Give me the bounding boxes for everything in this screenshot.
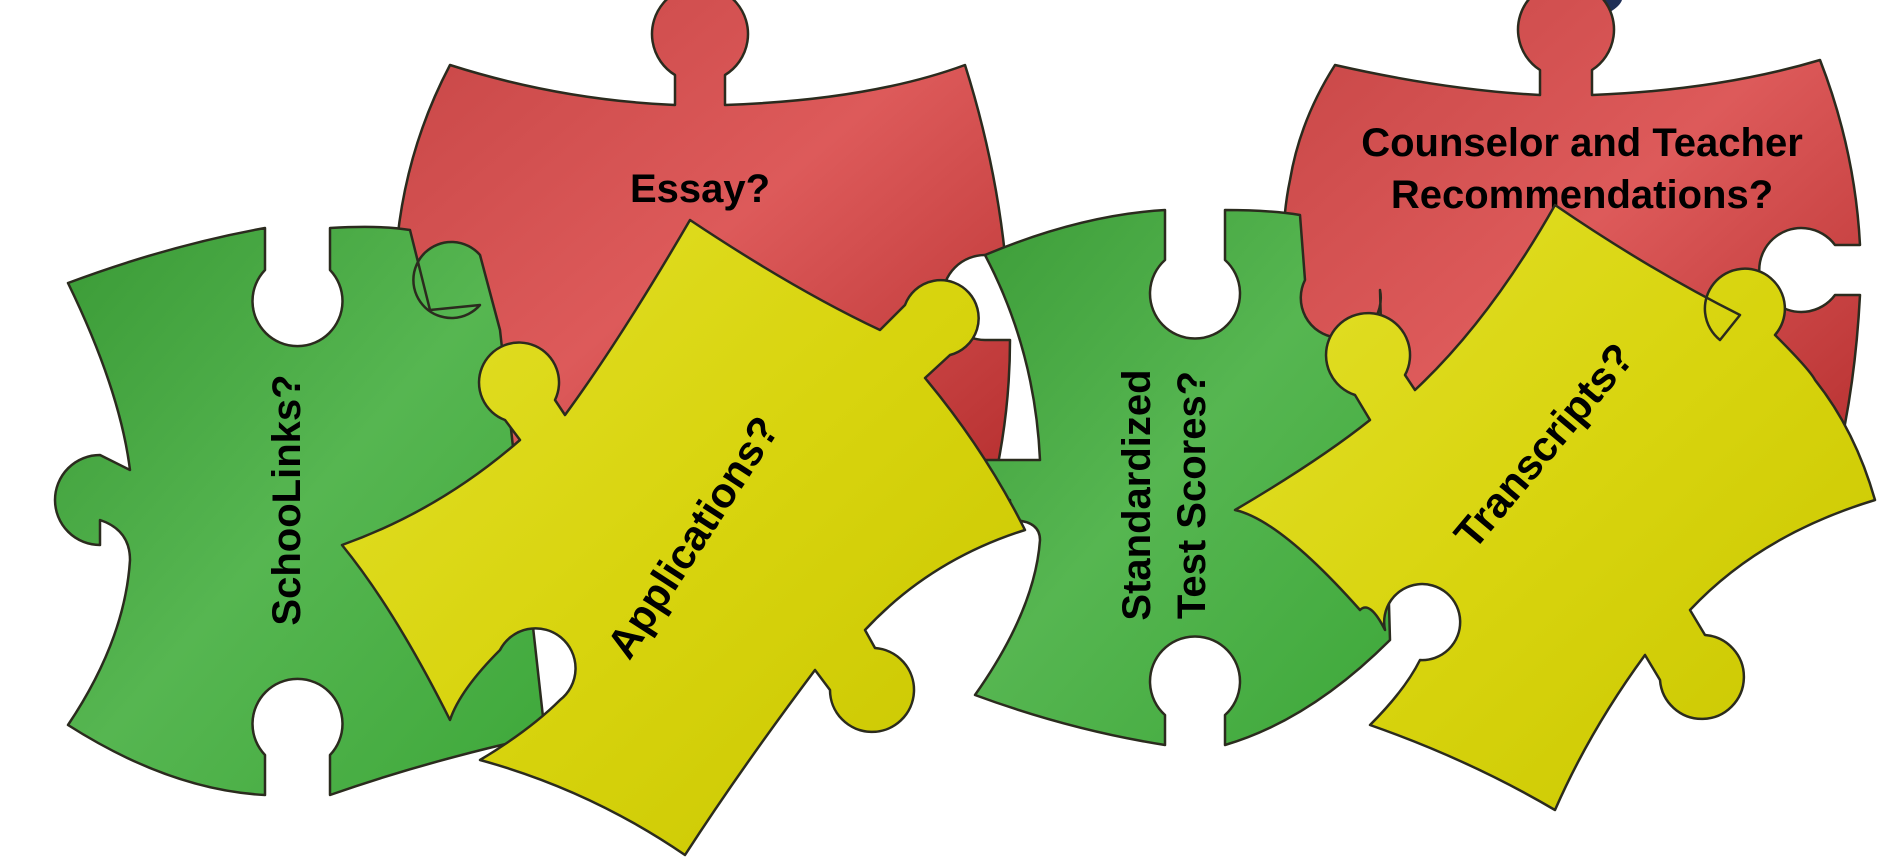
counselor-label-line-2: Recommendations? <box>1391 173 1773 217</box>
puzzle-piece-applications: Applications? <box>340 218 1027 857</box>
puzzle-piece-transcripts: Transcripts? <box>1233 203 1877 812</box>
schoolinks-label: SchooLinks? <box>265 374 309 625</box>
puzzle-piece-standardized: Standardized Test Scores? <box>924 208 1392 747</box>
essay-label: Essay? <box>630 167 770 211</box>
standardized-label-line-1: Standardized <box>1115 369 1159 620</box>
counselor-label-line-1: Counselor and Teacher <box>1361 121 1803 165</box>
standardized-label-line-2: Test Scores? <box>1170 371 1214 619</box>
